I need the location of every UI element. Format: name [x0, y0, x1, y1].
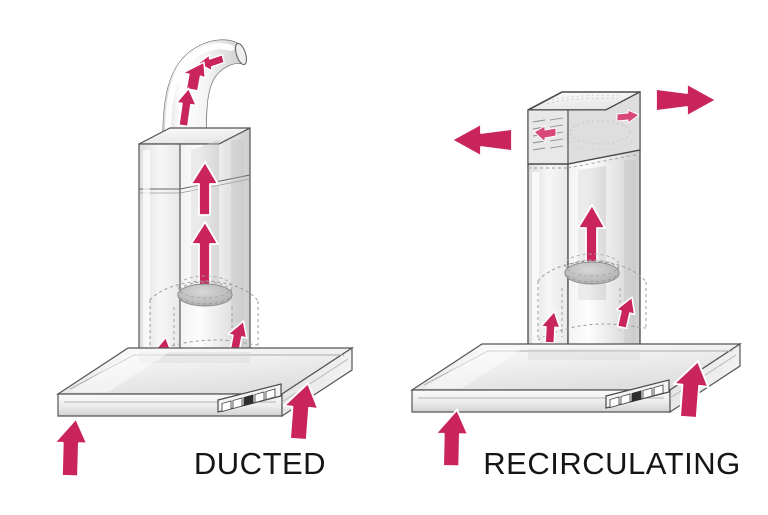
canopy-arrow-right — [615, 296, 636, 330]
control-button[interactable] — [254, 391, 265, 404]
vent-slot-arrow-left — [533, 125, 557, 143]
vent-arrow-right-out — [655, 83, 717, 117]
vent-slot-arrow-right — [616, 109, 640, 124]
control-button[interactable] — [642, 387, 653, 400]
chimney-arrow-upper — [190, 161, 219, 216]
intake-arrow-left — [53, 417, 89, 478]
control-button[interactable] — [609, 396, 620, 409]
panel-ducted: DUCTED — [53, 39, 355, 481]
intake-arrow-left — [434, 408, 470, 468]
flexible-duct-pipe — [162, 39, 248, 148]
control-button[interactable] — [221, 400, 232, 413]
fan-motor — [177, 275, 233, 307]
control-button[interactable] — [232, 397, 243, 410]
control-button[interactable] — [653, 384, 664, 397]
panel-label-recirculating: RECIRCULATING — [483, 446, 740, 481]
control-panel[interactable] — [217, 383, 282, 413]
telescopic-chimney — [138, 127, 251, 364]
intake-arrow-right — [672, 360, 710, 419]
vent-arrow-left-out — [451, 123, 513, 157]
duct-arrow-mid — [181, 61, 207, 92]
vented-chimney — [527, 90, 641, 361]
vent-grille-right — [565, 119, 635, 151]
panel-recirculating: RECIRCULATING — [409, 83, 743, 481]
control-panel[interactable] — [605, 379, 670, 409]
intake-arrow-right — [282, 382, 320, 441]
duct-arrow-lower — [175, 87, 198, 128]
control-button[interactable] — [265, 388, 276, 401]
control-button-active[interactable] — [631, 390, 642, 403]
canopy-arrow-left — [540, 310, 561, 344]
control-button-active[interactable] — [243, 394, 254, 407]
panel-label-ducted: DUCTED — [194, 446, 326, 481]
control-button[interactable] — [620, 393, 631, 406]
